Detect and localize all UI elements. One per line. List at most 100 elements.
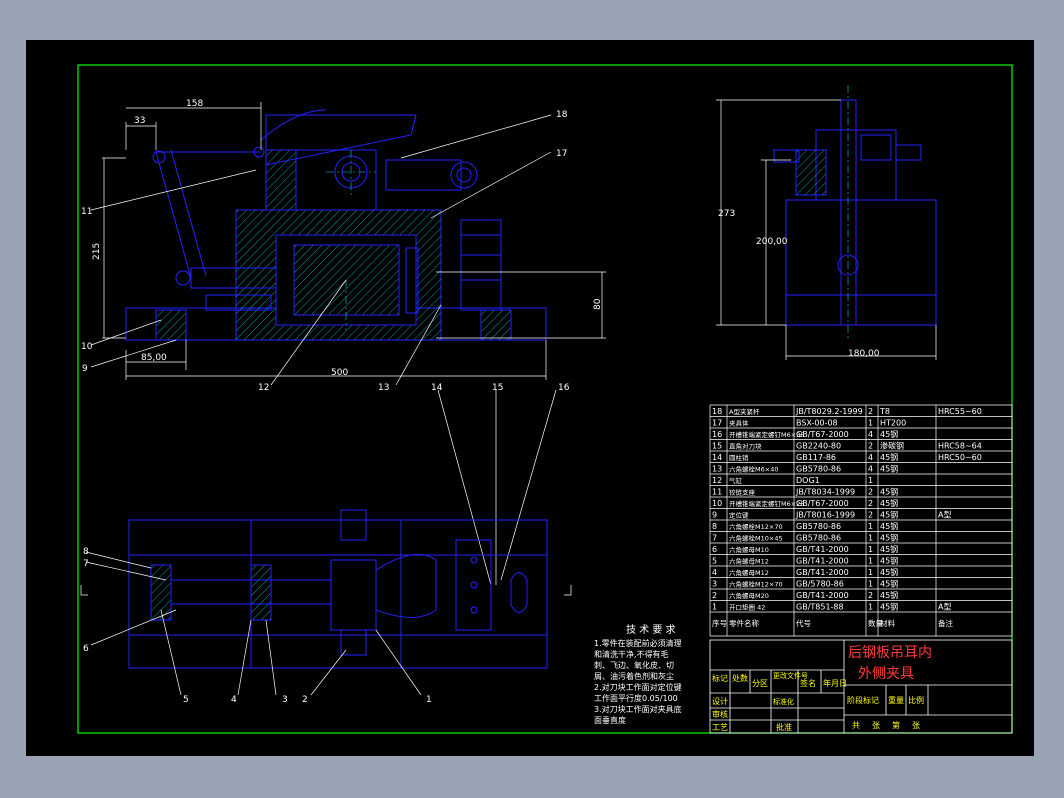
title-block <box>709 639 1013 734</box>
parts-cell-qty: 1 <box>868 522 873 531</box>
parts-cell-no: 13 <box>712 465 722 474</box>
dim-273: 273 <box>718 209 735 219</box>
parts-cell-qty: 2 <box>868 442 873 451</box>
parts-cell-no: 1 <box>712 603 717 612</box>
callout-14: 14 <box>431 383 443 393</box>
front-view-centerlines <box>326 150 376 330</box>
parts-cell-qty: 4 <box>868 430 873 439</box>
tb-process: 工艺 <box>712 723 728 732</box>
parts-cell-mat: 45钢 <box>880 602 898 612</box>
callout-8: 8 <box>83 547 89 557</box>
parts-cell-qty: 1 <box>868 419 873 428</box>
parts-cell-mat: 45钢 <box>880 452 898 462</box>
parts-cell-code: BSX-00-08 <box>796 419 838 428</box>
parts-cell-no: 3 <box>712 580 717 589</box>
parts-cell-name: 气缸 <box>729 476 743 485</box>
parts-cell-note: A型 <box>938 511 951 520</box>
parts-cell-no: 18 <box>712 407 722 416</box>
parts-cell-name: 定位键 <box>729 511 749 520</box>
callout-1: 1 <box>426 695 432 705</box>
parts-cell-mat: HT200 <box>880 419 906 428</box>
tech-requirements: 技 术 要 求 1.零件在装配前必须清理 和清洗干净,不得有毛 刺、飞边、氧化皮… <box>594 623 682 725</box>
parts-cell-no: 2 <box>712 591 717 600</box>
callout-16: 16 <box>558 383 570 393</box>
parts-cell-mat: 45钢 <box>880 521 898 531</box>
parts-cell-mat: 45钢 <box>880 510 898 520</box>
tech-line-1: 1.零件在装配前必须清理 <box>594 638 682 648</box>
dim-215: 215 <box>92 243 102 260</box>
parts-cell-code: GB/T41-2000 <box>796 545 849 554</box>
parts-cell-code: GB/T67-2000 <box>796 430 849 439</box>
tb-scale: 比例 <box>908 695 924 705</box>
parts-cell-no: 17 <box>712 419 722 428</box>
top-view <box>128 509 548 669</box>
parts-cell-name: 六角螺母M20 <box>729 591 769 600</box>
callout-7: 7 <box>83 559 89 569</box>
parts-cell-mat: T8 <box>879 407 890 416</box>
tb-approve: 批准 <box>776 722 792 732</box>
parts-header-no: 序号 <box>712 618 727 628</box>
tech-line-5: 2.对刀块工作面对定位键 <box>594 682 682 692</box>
callout-6: 6 <box>83 644 89 654</box>
parts-cell-note: HRC55~60 <box>938 407 982 416</box>
drawing-sheet: 33 158 215 80 85,00 500 18 17 11 10 9 12… <box>26 40 1034 756</box>
parts-cell-mat: 45钢 <box>880 464 898 474</box>
dim-158: 158 <box>186 99 203 109</box>
dim-33: 33 <box>134 116 145 126</box>
parts-header-qty: 数量 <box>868 618 883 628</box>
parts-cell-qty: 2 <box>868 499 873 508</box>
tb-count: 处数 <box>732 673 748 683</box>
tb-mark: 标记 <box>712 673 728 683</box>
parts-cell-mat: 45钢 <box>880 544 898 554</box>
callout-13: 13 <box>378 383 389 393</box>
tb-zone: 分区 <box>752 679 768 688</box>
parts-cell-qty: 1 <box>868 534 873 543</box>
parts-cell-code: GB/T41-2000 <box>796 568 849 577</box>
title-line-2: 外侧夹具 <box>858 666 914 682</box>
parts-header-code: 代号 <box>796 618 811 628</box>
side-dims <box>716 99 937 360</box>
parts-cell-code: JB/T8016-1999 <box>795 511 855 520</box>
parts-cell-name: 铰链支座 <box>729 488 756 497</box>
parts-cell-no: 14 <box>712 453 722 462</box>
parts-cell-mat: 45钢 <box>880 556 898 566</box>
parts-cell-code: GB5780-86 <box>796 534 841 543</box>
dim-85: 85,00 <box>141 353 167 363</box>
parts-cell-code: GB/T851-88 <box>796 603 844 612</box>
tb-sheet-unit: 张 <box>912 721 920 730</box>
parts-cell-mat: 45钢 <box>880 429 898 439</box>
parts-cell-note: A型 <box>938 603 951 612</box>
parts-cell-qty: 1 <box>868 545 873 554</box>
parts-cell-note: HRC58~64 <box>938 442 982 451</box>
parts-cell-code: GB/5780-86 <box>796 580 844 589</box>
tech-line-8: 面垂直度 <box>594 715 626 725</box>
callout-10: 10 <box>81 342 93 352</box>
parts-cell-qty: 4 <box>868 453 873 462</box>
parts-cell-mat: 45钢 <box>880 579 898 589</box>
parts-cell-code: GB/T67-2000 <box>796 499 849 508</box>
parts-cell-mat: 渗碳钢 <box>880 441 904 451</box>
parts-cell-no: 9 <box>712 511 717 520</box>
callout-18: 18 <box>556 110 568 120</box>
parts-cell-name: 直角对刀块 <box>729 442 762 451</box>
parts-cell-code: GB117-86 <box>796 453 836 462</box>
parts-header-name: 零件名称 <box>729 618 759 628</box>
parts-cell-qty: 1 <box>868 476 873 485</box>
callout-9: 9 <box>82 364 88 374</box>
parts-cell-note: HRC50~60 <box>938 453 982 462</box>
callout-2: 2 <box>302 695 308 705</box>
parts-cell-code: JB/T8034-1999 <box>795 488 855 497</box>
parts-cell-qty: 1 <box>868 557 873 566</box>
parts-cell-code: GB2240-80 <box>796 442 841 451</box>
title-line-1: 后钢板吊耳内 <box>848 645 932 661</box>
parts-cell-code: GB5780-86 <box>796 522 841 531</box>
parts-cell-mat: 45钢 <box>880 533 898 543</box>
tb-review: 审核 <box>712 709 728 719</box>
parts-cell-name: 六角螺母M12 <box>729 557 769 566</box>
parts-cell-no: 12 <box>712 476 722 485</box>
dim-180: 180,00 <box>848 349 880 359</box>
cad-drawing: 33 158 215 80 85,00 500 18 17 11 10 9 12… <box>77 64 1013 734</box>
parts-cell-mat: 45钢 <box>880 487 898 497</box>
callout-5: 5 <box>183 695 189 705</box>
